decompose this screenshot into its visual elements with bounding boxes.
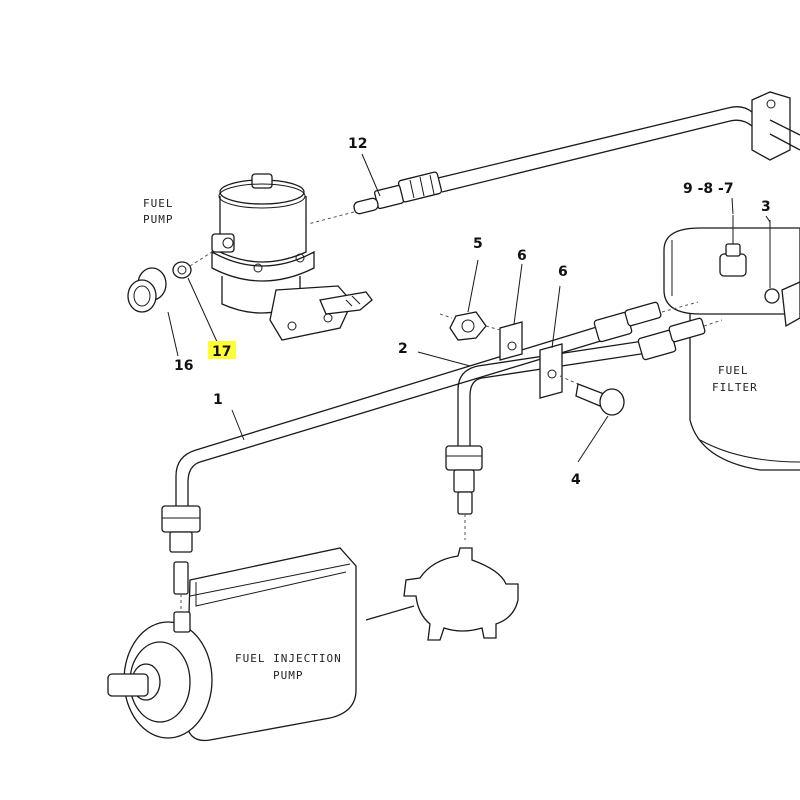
fuel-pump-label-line1: FUEL <box>143 197 174 210</box>
clip-6-right <box>539 343 563 399</box>
fuel-pump-label-line2: PUMP <box>143 213 174 226</box>
nut-5 <box>439 311 501 341</box>
fuel-filter-label-line1: FUEL <box>718 364 749 377</box>
line-2-lower-fitting <box>445 445 483 540</box>
callout-5: 5 <box>473 236 483 252</box>
fuel-injection-pump-label-line2: PUMP <box>273 669 304 682</box>
fuel-line-2 <box>457 339 655 446</box>
fuel-injection-pump-label-line1: FUEL INJECTION <box>235 652 342 665</box>
line-1-lower-fitting <box>161 505 201 616</box>
fuel-injection-pump-illustration <box>107 547 415 742</box>
leader-lines <box>167 153 771 463</box>
filter-line-nuts <box>593 301 723 361</box>
fuel-filter-illustration <box>663 215 800 471</box>
callout-2: 2 <box>398 341 408 357</box>
callout-9-8-7: 9 -8 -7 <box>683 181 734 197</box>
washer-17 <box>172 251 213 279</box>
timing-gear-cover <box>403 547 519 641</box>
callout-17-highlight <box>208 341 236 359</box>
callout-12: 12 <box>348 136 367 152</box>
callout-16: 16 <box>174 358 193 374</box>
callout-6-left: 6 <box>517 248 527 264</box>
callout-17: 17 <box>212 344 231 360</box>
callout-1: 1 <box>213 392 223 408</box>
screw-4 <box>559 375 625 416</box>
fuel-line-1 <box>175 325 605 506</box>
callout-4: 4 <box>571 472 581 488</box>
callout-6-right: 6 <box>558 264 568 280</box>
callout-3: 3 <box>761 199 771 215</box>
fuel-pump-illustration <box>211 173 373 341</box>
line-fitting-12 <box>307 171 443 225</box>
clip-6-left <box>499 321 523 361</box>
fuel-filter-label-line2: FILTER <box>712 381 758 394</box>
plug-16 <box>127 267 167 313</box>
top-fuel-line <box>437 91 800 193</box>
